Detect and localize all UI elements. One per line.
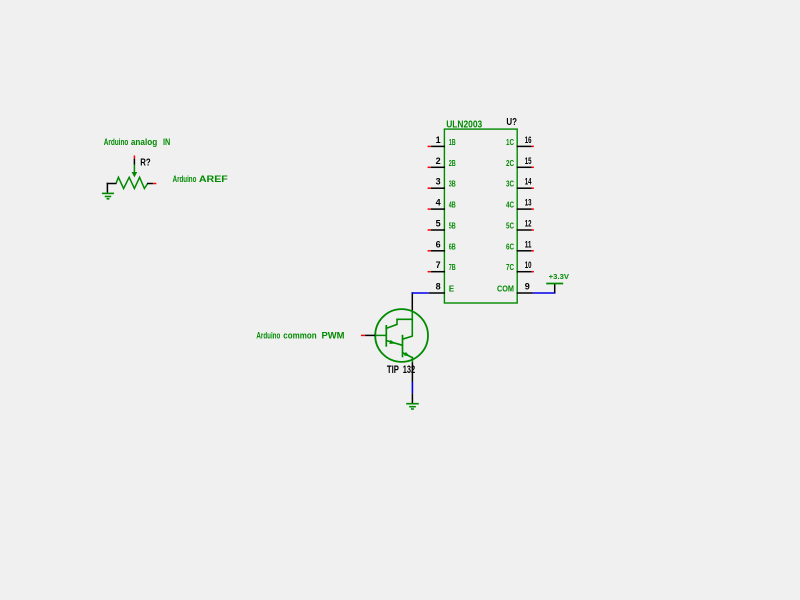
svg-text:6: 6 (436, 239, 441, 249)
svg-text:3: 3 (436, 177, 441, 187)
svg-text:7: 7 (436, 260, 441, 270)
svg-text:7C: 7C (506, 263, 514, 272)
svg-text:1: 1 (436, 135, 441, 145)
svg-text:common: common (283, 331, 316, 341)
svg-text:5C: 5C (506, 222, 514, 231)
svg-text:10: 10 (525, 260, 532, 270)
svg-text:analog: analog (131, 137, 157, 147)
svg-text:Arduino: Arduino (173, 174, 197, 184)
svg-text:4B: 4B (449, 201, 456, 210)
svg-text:12: 12 (525, 219, 532, 229)
svg-text:IN: IN (163, 137, 171, 147)
svg-text:5: 5 (436, 219, 441, 229)
svg-text:2: 2 (436, 156, 441, 166)
svg-text:U?: U? (506, 117, 517, 128)
svg-text:132: 132 (403, 364, 415, 376)
svg-text:3C: 3C (506, 180, 514, 189)
svg-text:4C: 4C (506, 201, 514, 210)
svg-text:15: 15 (525, 156, 532, 166)
svg-text:TIP: TIP (387, 364, 399, 376)
svg-text:+3.3V: +3.3V (549, 274, 570, 281)
svg-text:R?: R? (140, 158, 150, 169)
svg-text:8: 8 (436, 282, 441, 292)
svg-text:E: E (449, 285, 455, 294)
svg-text:Arduino: Arduino (256, 331, 280, 341)
svg-text:2C: 2C (506, 159, 514, 168)
svg-text:6C: 6C (506, 242, 514, 251)
svg-text:AREF: AREF (199, 174, 229, 184)
svg-text:1C: 1C (506, 138, 514, 147)
svg-text:3B: 3B (449, 180, 456, 189)
svg-text:9: 9 (525, 282, 530, 292)
svg-text:Arduino: Arduino (104, 137, 129, 147)
svg-text:PWM: PWM (322, 331, 345, 341)
svg-text:6B: 6B (449, 242, 456, 251)
svg-text:16: 16 (525, 135, 532, 145)
svg-text:4: 4 (436, 198, 441, 208)
svg-text:2B: 2B (449, 159, 456, 168)
svg-text:7B: 7B (449, 263, 456, 272)
svg-text:13: 13 (525, 198, 532, 208)
svg-text:14: 14 (525, 177, 532, 187)
svg-text:COM: COM (497, 285, 514, 294)
svg-text:1B: 1B (449, 138, 456, 147)
svg-text:ULN2003: ULN2003 (446, 119, 482, 130)
svg-text:11: 11 (525, 239, 532, 249)
svg-text:5B: 5B (449, 222, 456, 231)
